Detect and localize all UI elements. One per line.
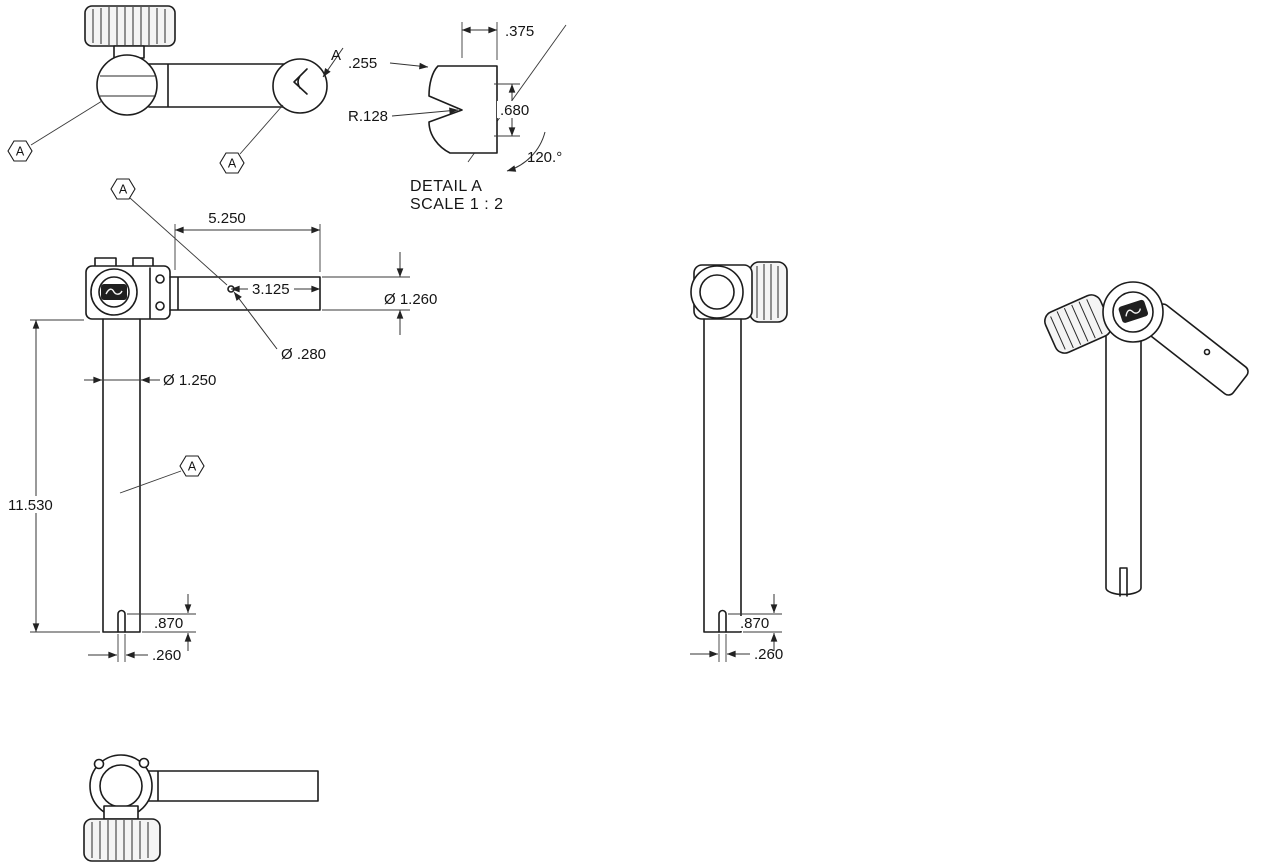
dim-slot-height-label: .870	[740, 615, 769, 632]
knob-ribs	[92, 7, 166, 45]
clamp-knob	[749, 261, 788, 323]
dim-arm-length-label: 5.250	[208, 210, 246, 227]
datum-label: A	[188, 460, 197, 474]
dim-arm-diameter-label: Ø 1.260	[384, 291, 437, 308]
view-side: .870 .260	[690, 261, 788, 663]
dim-r128-label: R.128	[348, 108, 388, 125]
view-detail-a: .375 .255 R.128 .680 120.° DETAIL A SCAL…	[348, 22, 567, 213]
dim-slot-width-label: .260	[754, 646, 783, 663]
dim-680-label: .680	[500, 102, 529, 119]
dim-hole-position: 3.125	[230, 280, 321, 298]
bolt-head	[138, 757, 150, 769]
datum-hexagon	[110, 178, 136, 200]
dim-angle-label: 120.°	[527, 149, 562, 166]
dim-slot-height: .870	[127, 594, 196, 651]
bolt-head	[93, 758, 105, 770]
dim-slot-height: .870	[728, 594, 782, 651]
detail-callout-arrow	[322, 47, 344, 78]
datum-label: A	[16, 145, 25, 159]
dim-arm-diameter: Ø 1.260	[322, 252, 445, 335]
clamp-knob	[1044, 294, 1112, 354]
arm-outline	[148, 63, 287, 108]
dim-375-label: .375	[505, 23, 534, 40]
dim-tube-length-label: 11.530	[8, 497, 53, 514]
dim-255-label: .255	[348, 55, 377, 72]
tube-slot	[1119, 567, 1128, 597]
bolt-head	[155, 301, 165, 311]
datum-callout-1: A	[7, 100, 103, 162]
tube-slot	[718, 609, 727, 633]
view-top	[83, 754, 319, 862]
dim-hole-diameter: Ø .280	[233, 291, 326, 363]
view-arm-end: A A A	[7, 5, 344, 174]
dim-hole-position-label: 3.125	[252, 281, 290, 298]
datum-hexagon	[179, 455, 205, 477]
dim-slot-height-label: .870	[154, 615, 183, 632]
knob-ribs	[1050, 299, 1103, 350]
view-isometric	[1044, 281, 1249, 597]
datum-label: A	[119, 183, 128, 197]
tube-slot	[117, 609, 126, 633]
brand-logo-glyph	[105, 288, 123, 295]
dim-slot-width: .260	[690, 634, 783, 663]
dim-slot-width-label: .260	[152, 647, 181, 664]
arm-outline	[169, 276, 321, 311]
bolt-head	[155, 274, 165, 284]
groove-detail-outline	[428, 65, 498, 154]
knob-neck	[103, 805, 139, 820]
arm-outline	[147, 770, 319, 802]
clamp-screw-lines	[100, 75, 156, 97]
arm-hole	[1203, 348, 1211, 356]
clamp-body	[96, 54, 158, 116]
datum-callout-3: A	[110, 178, 228, 286]
dim-slot-width: .260	[88, 634, 181, 664]
datum-hexagon	[219, 152, 245, 174]
datum-callout-4: A	[119, 455, 205, 494]
detail-title: DETAIL A	[410, 178, 482, 195]
detail-callout-circle	[272, 58, 328, 114]
dim-r128: R.128	[348, 107, 459, 125]
clamp-knob	[84, 5, 176, 47]
dim-tube-diameter-label: Ø 1.250	[163, 372, 216, 389]
dim-680: .680	[494, 83, 533, 137]
dim-255: .255	[348, 55, 429, 72]
dim-arm-length: 5.250	[174, 210, 321, 272]
tube-outline	[102, 318, 141, 633]
clamp-knob	[83, 818, 161, 862]
datum-hexagon	[7, 140, 33, 162]
detail-callout-label: A	[331, 47, 341, 64]
dim-tube-diameter: Ø 1.250	[84, 372, 216, 389]
knob-ribs	[91, 820, 149, 860]
detail-scale: SCALE 1 : 2	[410, 196, 504, 213]
brand-logo-glyph	[1125, 308, 1141, 317]
view-front: 5.250 3.125 Ø 1.260 Ø .280 A Ø	[6, 178, 445, 664]
dim-angle-120: 120.°	[506, 131, 562, 172]
dim-hole-diameter-label: Ø .280	[281, 346, 326, 363]
tube-outline	[1105, 336, 1142, 596]
knob-ribs	[756, 264, 779, 320]
dim-375: .375	[461, 22, 534, 60]
dim-tube-length: 11.530	[6, 319, 100, 633]
datum-callout-2: A	[219, 104, 284, 174]
groove-profile-glyph	[293, 68, 308, 95]
head-bore	[690, 265, 744, 319]
datum-label: A	[228, 157, 237, 171]
tube-outline	[703, 318, 742, 633]
